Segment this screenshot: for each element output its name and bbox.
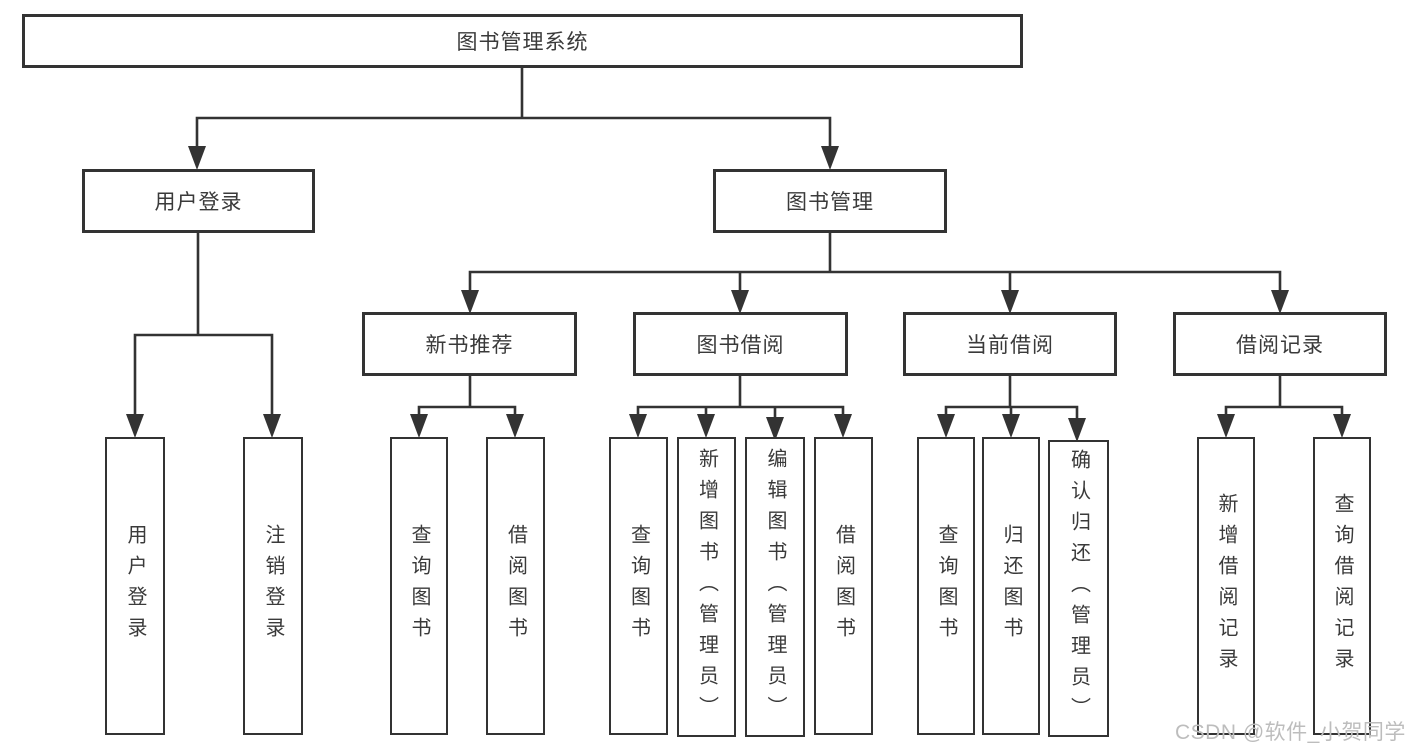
node-label: 用户登录 bbox=[124, 524, 146, 648]
node-label: 注销登录 bbox=[262, 524, 284, 648]
arrow-down-icon bbox=[461, 290, 479, 314]
arrow-down-icon bbox=[126, 414, 144, 438]
node-edit-books-admin: 编辑图书（管理员） bbox=[745, 437, 805, 737]
arrow-down-icon bbox=[834, 414, 852, 438]
arrow-down-icon bbox=[766, 417, 784, 441]
node-book-management: 图书管理 bbox=[713, 169, 947, 233]
arrow-down-icon bbox=[697, 414, 715, 438]
arrow-down-icon bbox=[937, 414, 955, 438]
node-label: 图书借阅 bbox=[696, 334, 785, 357]
arrowheads bbox=[126, 146, 1351, 442]
node-label: 当前借阅 bbox=[966, 334, 1054, 357]
arrow-down-icon bbox=[506, 414, 524, 438]
node-borrowing-records: 借阅记录 bbox=[1173, 312, 1387, 376]
node-label: 用户登录 bbox=[154, 191, 243, 214]
node-label: 图书管理 bbox=[786, 191, 874, 214]
node-return-books: 归还图书 bbox=[982, 437, 1040, 735]
node-label: 借阅记录 bbox=[1236, 334, 1324, 357]
node-label: 归还图书 bbox=[1000, 524, 1022, 648]
node-confirm-return-admin: 确认归还（管理员） bbox=[1048, 440, 1109, 737]
arrow-down-icon bbox=[1271, 290, 1289, 314]
node-label: 查询图书 bbox=[408, 524, 430, 648]
arrow-down-icon bbox=[410, 414, 428, 438]
arrow-down-icon bbox=[188, 146, 206, 170]
node-label: 借阅图书 bbox=[504, 524, 527, 648]
node-label: 借阅图书 bbox=[832, 524, 855, 648]
node-new-book-recommendation: 新书推荐 bbox=[362, 312, 577, 376]
node-label: 新书推荐 bbox=[425, 334, 514, 357]
node-logout: 注销登录 bbox=[243, 437, 303, 735]
arrow-down-icon bbox=[629, 414, 647, 438]
arrow-down-icon bbox=[1068, 418, 1086, 442]
node-query-books-recommend: 查询图书 bbox=[390, 437, 448, 735]
node-borrow-books-recommend: 借阅图书 bbox=[486, 437, 545, 735]
node-user-login-leaf: 用户登录 bbox=[105, 437, 165, 735]
node-label: 新增图书（管理员） bbox=[695, 447, 718, 727]
node-borrow-books: 借阅图书 bbox=[814, 437, 873, 735]
node-add-borrow-record: 新增借阅记录 bbox=[1197, 437, 1255, 735]
arrow-down-icon bbox=[1002, 414, 1020, 438]
node-label: 查询图书 bbox=[935, 524, 957, 648]
node-query-books-borrowing: 查询图书 bbox=[609, 437, 668, 735]
node-add-books-admin: 新增图书（管理员） bbox=[677, 437, 736, 737]
watermark: CSDN @软件_小贺同学 bbox=[1175, 721, 1405, 744]
arrow-down-icon bbox=[1217, 414, 1235, 438]
node-query-books-current: 查询图书 bbox=[917, 437, 975, 735]
arrow-down-icon bbox=[1001, 290, 1019, 314]
node-label: 确认归还（管理员） bbox=[1067, 449, 1090, 728]
node-current-borrowing: 当前借阅 bbox=[903, 312, 1117, 376]
node-user-login: 用户登录 bbox=[82, 169, 315, 233]
node-label: 查询借阅记录 bbox=[1331, 493, 1353, 679]
node-book-borrowing: 图书借阅 bbox=[633, 312, 848, 376]
node-label: 图书管理系统 bbox=[456, 31, 589, 54]
node-library-system: 图书管理系统 bbox=[22, 14, 1023, 68]
node-query-borrow-record: 查询借阅记录 bbox=[1313, 437, 1371, 735]
tree-edges bbox=[133, 68, 1344, 422]
node-label: 编辑图书（管理员） bbox=[764, 447, 786, 727]
arrow-down-icon bbox=[821, 146, 839, 170]
node-label: 查询图书 bbox=[627, 524, 650, 648]
arrow-down-icon bbox=[731, 290, 749, 314]
arrow-down-icon bbox=[1333, 414, 1351, 438]
node-label: 新增借阅记录 bbox=[1215, 493, 1237, 679]
arrow-down-icon bbox=[263, 414, 281, 438]
